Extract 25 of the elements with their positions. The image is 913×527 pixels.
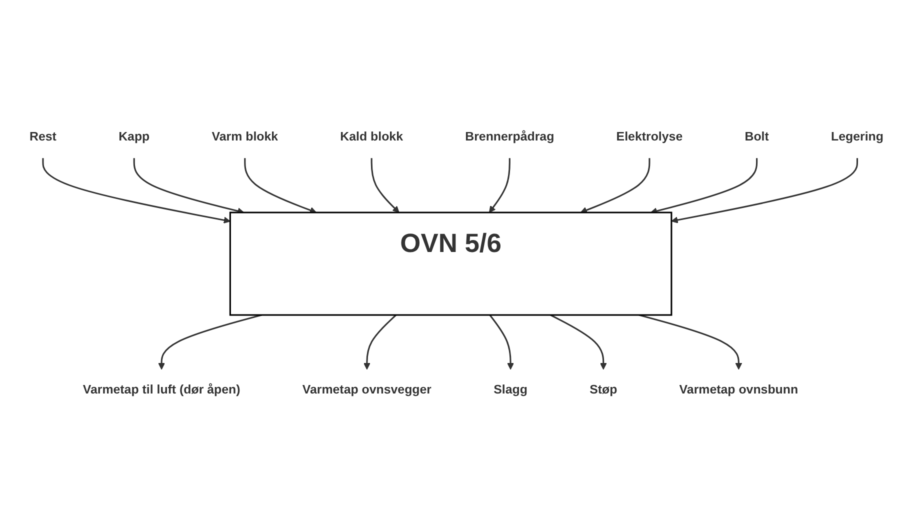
- arrow: [489, 314, 514, 370]
- arrow: [488, 158, 510, 213]
- node-text: Kapp: [118, 130, 150, 144]
- node-text: Kald blokk: [340, 130, 403, 144]
- node-text: Elektrolyse: [616, 130, 683, 144]
- arrow: [364, 314, 397, 370]
- arrow: [244, 158, 317, 214]
- node-text: Varmetap ovnsbunn: [679, 383, 798, 396]
- node-text: Varm blokk: [212, 130, 278, 144]
- node-text: Legering: [831, 130, 884, 144]
- node-text: Rest: [30, 130, 56, 144]
- node-text: Varmetap til luft (dør åpen): [82, 383, 240, 396]
- arrow: [370, 158, 400, 213]
- node-box: OVN 5/6: [229, 211, 672, 316]
- node-text: Slagg: [494, 383, 528, 396]
- node-text: Støp: [590, 383, 618, 396]
- node-text: Bolt: [744, 130, 769, 144]
- arrow: [158, 314, 262, 370]
- arrow: [671, 158, 858, 224]
- node-text: Brennerpådrag: [465, 130, 554, 144]
- arrow: [580, 158, 650, 214]
- node-text: Varmetap ovnsvegger: [302, 383, 432, 396]
- arrow: [638, 314, 742, 370]
- arrow: [550, 314, 607, 370]
- arrow: [42, 158, 230, 224]
